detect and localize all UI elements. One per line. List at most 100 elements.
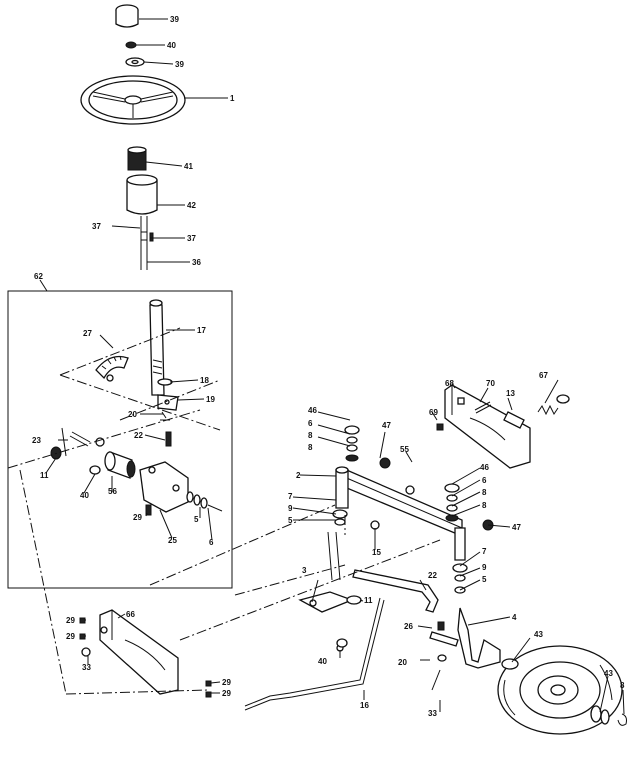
callout-label-39: 39 [175,60,184,69]
callout-label-7: 7 [482,547,487,556]
tie-rod-22 [352,569,439,613]
callout-label-43: 43 [604,669,613,678]
callout-label-68: 68 [445,379,454,388]
bolts-29-lower-left [79,617,91,657]
callout-label-25: 25 [168,536,177,545]
steering-cap [115,4,139,28]
callout-label-2: 2 [296,471,301,480]
callout-label-8: 8 [308,431,313,440]
callout-label-20: 20 [398,658,407,667]
callout-label-29: 29 [66,632,75,641]
steering-shaft-17 [149,299,165,396]
callout-label-46: 46 [480,463,489,472]
callout-label-29: 29 [66,616,75,625]
callout-label-6: 6 [209,538,214,547]
drag-link-16 [244,597,385,711]
callout-label-37: 37 [92,222,101,231]
callout-label-47: 47 [512,523,521,532]
callout-label-8: 8 [482,501,487,510]
grease-fitting-47-left [379,457,391,469]
nut-11-axle [346,595,362,605]
inset-bracket-19 [157,394,179,411]
callout-label-4: 4 [512,613,517,622]
callout-label-69: 69 [429,408,438,417]
callout-label-11: 11 [40,471,49,480]
callout-label-47: 47 [382,421,391,430]
hub-washer-43-outer [590,705,610,725]
right-kingpin-washers [444,483,468,594]
callout-label-11: 11 [364,596,373,605]
inset-washer-23 [61,427,67,457]
spring-67 [537,394,570,416]
callout-label-1: 1 [230,94,235,103]
callout-label-19: 19 [206,395,215,404]
steering-arm-3 [298,591,354,613]
steering-wheel [80,75,186,125]
callout-label-29: 29 [222,689,231,698]
nut-40-lower [336,638,348,648]
axle-bracket-68 [444,384,531,469]
callout-label-33: 33 [82,663,91,672]
callout-label-13: 13 [506,389,515,398]
inset-collar-18 [157,378,173,386]
left-spindle-shaft [327,531,341,581]
callout-label-22: 22 [134,431,143,440]
callout-label-40: 40 [318,657,327,666]
callout-label-67: 67 [539,371,548,380]
sector-gear-27 [95,355,129,382]
callout-label-6: 6 [482,476,487,485]
callout-label-9: 9 [288,504,293,513]
axle-beam-55 [341,467,463,537]
inset-nut-40 [89,465,101,475]
callout-label-29: 29 [133,513,142,522]
callout-label-26: 26 [404,622,413,631]
nut-40-top [125,41,137,49]
callout-label-39: 39 [170,15,179,24]
bolt-70 [474,401,492,414]
inset-bolt-29 [145,504,152,516]
callout-label-46: 46 [308,406,317,415]
left-kingpin-washers [332,425,360,526]
right-lower-parts [429,621,459,691]
callout-label-7: 7 [288,492,293,501]
callout-label-40: 40 [167,41,176,50]
callout-label-62: 62 [34,272,43,281]
nut-69 [436,423,444,431]
callout-label-33: 33 [428,709,437,718]
right-spindle-4 [454,527,501,669]
callout-label-43: 43 [534,630,543,639]
inset-washers-5-6 [186,491,223,512]
callout-label-27: 27 [83,329,92,338]
bolt-15 [370,520,380,530]
bolts-29-lower-right [205,680,212,698]
inset-bolt-22 [165,431,172,447]
callout-label-29: 29 [222,678,231,687]
callout-label-23: 23 [32,436,41,445]
inset-pin-20 [160,411,170,421]
cotter-pin-8 [617,713,627,726]
callout-label-15: 15 [372,548,381,557]
pin-13 [503,411,525,429]
callout-label-5: 5 [482,575,487,584]
inset-bracket-25 [139,461,189,513]
callout-label-16: 16 [360,701,369,710]
callout-label-55: 55 [400,445,409,454]
steering-bushing-42 [126,174,158,215]
callout-label-20: 20 [128,410,137,419]
callout-label-8: 8 [482,488,487,497]
callout-label-5: 5 [288,516,293,525]
spline-coupler [127,146,147,171]
inset-bushing-56 [104,451,136,479]
callout-label-41: 41 [184,162,193,171]
inset-detail-box [7,290,233,589]
callout-label-6: 6 [308,419,313,428]
callout-label-8: 8 [620,681,625,690]
callout-label-8: 8 [308,443,313,452]
callout-label-9: 9 [482,563,487,572]
washer-39-top [125,57,145,67]
inset-shaft-pin [69,431,105,447]
callout-label-22: 22 [428,571,437,580]
callout-label-18: 18 [200,376,209,385]
callout-label-17: 17 [197,326,206,335]
